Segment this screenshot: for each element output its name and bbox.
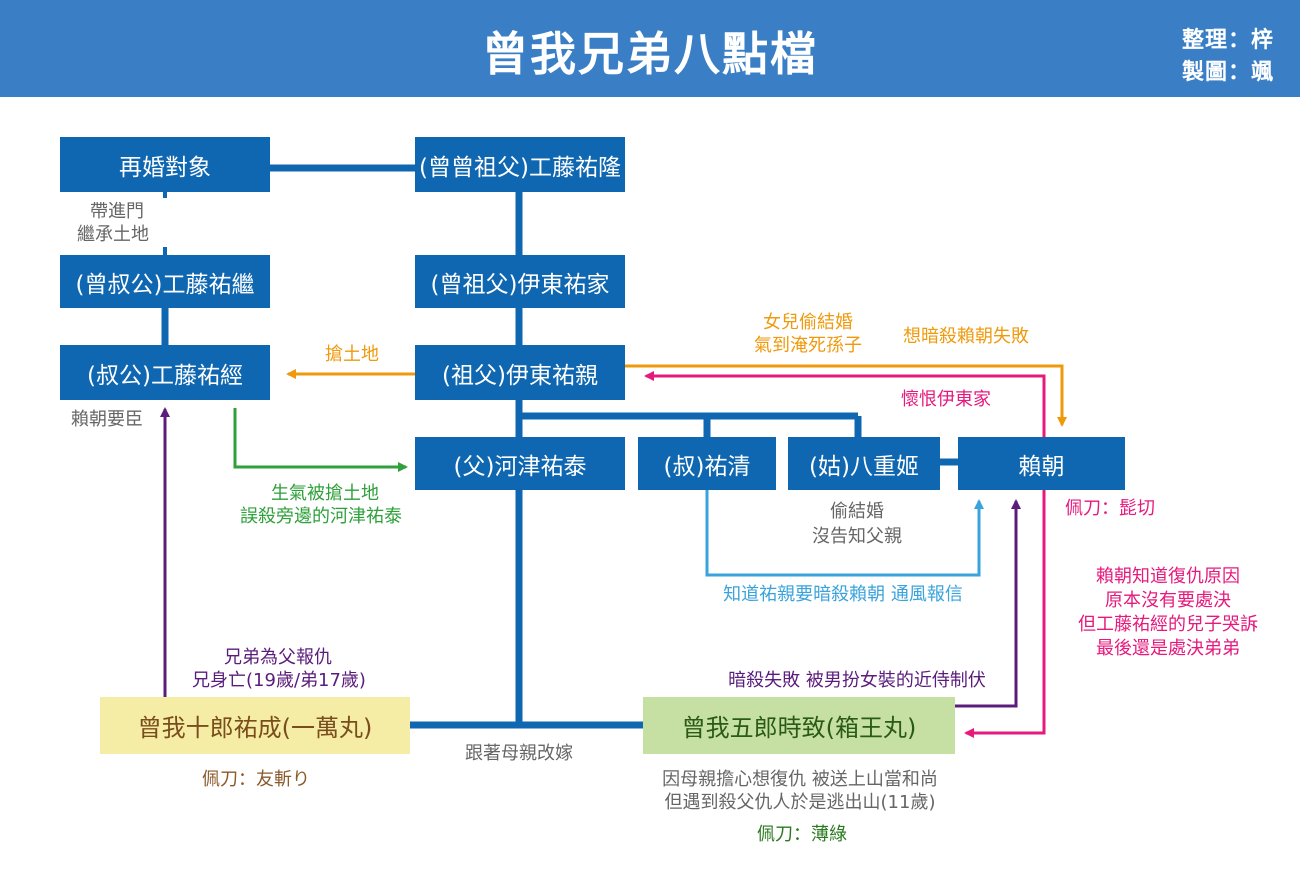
label-sword-yoritomo: 佩刀：髭切	[1065, 498, 1155, 519]
credit-illustrator: 製圖：颯	[1181, 60, 1274, 85]
label-failed-assassinate: 想暗殺賴朝失敗	[903, 326, 1029, 347]
node-yoritomo: 賴朝	[958, 437, 1125, 490]
node-uncle-grandpa: (叔公)工藤祐經	[60, 345, 270, 400]
label-no-tell-father: 沒告知父親	[812, 526, 902, 547]
node-great-great-grandfather: (曾曾祖父)工藤祐隆	[415, 137, 625, 192]
page-title: 曾我兄弟八點檔	[482, 27, 818, 81]
node-father: (父)河津祐泰	[415, 437, 625, 490]
label-yoritomo-retainer: 賴朝要臣	[71, 409, 143, 430]
node-juro: 曾我十郎祐成(一萬丸)	[100, 697, 410, 754]
label-brought-in: 帶進門	[90, 201, 144, 222]
label-kudo-son-cried: 但工藤祐經的兒子哭訴	[1078, 614, 1258, 635]
label-goro-story2: 但遇到殺父仇人於是逃出山(11歲)	[664, 792, 936, 813]
node-great-grandfather: (曾祖父)伊東祐家	[415, 255, 625, 308]
label-tipoff: 知道祐親要暗殺賴朝 通風報信	[723, 584, 963, 605]
label-no-intent-punish: 原本沒有要處決	[1105, 590, 1231, 611]
node-goro: 曾我五郎時致(箱王丸)	[643, 697, 955, 754]
label-drowned-grandson: 氣到淹死孫子	[754, 335, 862, 356]
label-punished-brother: 最後還是處決弟弟	[1096, 638, 1240, 659]
label-inherit-land: 繼承土地	[77, 224, 149, 245]
label-yoritomo-knew: 賴朝知道復仇原因	[1096, 566, 1240, 587]
label-mother-remarry: 跟著母親改嫁	[465, 743, 573, 764]
node-uncle: (叔)祐清	[638, 437, 776, 490]
node-aunt: (姑)八重姬	[788, 437, 940, 490]
label-sword-juro: 佩刀：友斬り	[202, 769, 310, 790]
node-great-uncle: (曾叔公)工藤祐繼	[60, 255, 270, 308]
label-failed-caught: 暗殺失敗 被男扮女裝的近侍制伏	[728, 670, 986, 691]
label-seize-land: 搶土地	[325, 344, 379, 365]
node-remarriage: 再婚對象	[60, 137, 270, 192]
label-elder-died: 兄身亡(19歲/弟17歲)	[192, 670, 366, 691]
credit-organizer: 整理：梓	[1181, 28, 1274, 53]
node-grandfather: (祖父)伊東祐親	[415, 345, 625, 400]
label-angry-seized: 生氣被搶土地	[271, 483, 379, 504]
label-mistaken-kill: 誤殺旁邊的河津祐泰	[240, 506, 402, 527]
label-daughter-secret: 女兒偷結婚	[763, 312, 853, 333]
label-grudge-ito: 懷恨伊東家	[901, 389, 991, 410]
label-brothers-avenge: 兄弟為父報仇	[224, 647, 332, 668]
label-sword-goro: 佩刀：薄綠	[757, 824, 847, 845]
label-secret-marriage: 偷結婚	[830, 501, 884, 522]
label-goro-story1: 因母親擔心想復仇 被送上山當和尚	[662, 769, 938, 790]
header-bar: 曾我兄弟八點檔 整理：梓 製圖：颯	[0, 0, 1300, 97]
